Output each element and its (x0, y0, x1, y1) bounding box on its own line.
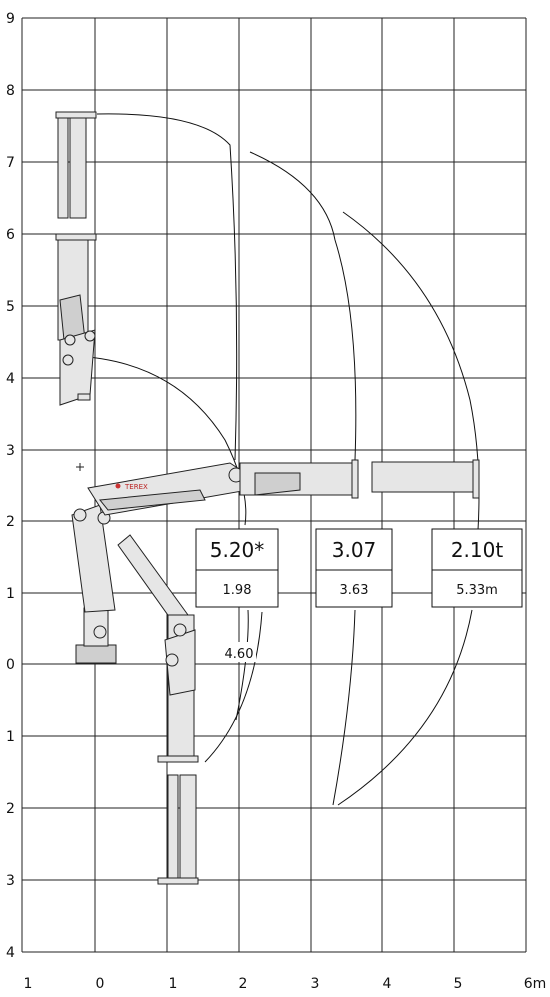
x-tick-label: 1 (24, 976, 33, 992)
y-tick-label: 8 (6, 83, 15, 99)
load-box: 2.10t 5.33m (431, 528, 523, 608)
reach-arcs (72, 113, 480, 806)
x-tick-label: 1 (169, 976, 178, 992)
y-tick-label: 4 (6, 371, 15, 387)
brand-logo-dot (115, 483, 121, 489)
y-tick-label: 4 (6, 945, 15, 961)
y-tick-label: 1 (6, 729, 15, 745)
x-tick-label: 4 (383, 976, 392, 992)
reach-arc-mid (249, 151, 357, 461)
reach-arc-vertical (96, 113, 238, 461)
load-box: 3.07 3.63 (315, 528, 393, 608)
reach-arc-small-lower (204, 611, 263, 763)
reach-arc-outer-lower (337, 609, 473, 806)
load-box: 5.20* 1.98 (195, 528, 279, 608)
cross-marker (76, 463, 84, 471)
brand-text: TEREX (124, 483, 148, 491)
crane-main-position: TEREX (71, 459, 480, 885)
y-tick-label: 5 (6, 299, 15, 315)
y-tick-label: 7 (6, 155, 15, 171)
load-reach: 5.33m (456, 583, 498, 598)
x-tick-label: 3 (311, 976, 320, 992)
mid-reach-label-bg (222, 642, 256, 662)
y-tick-label: 9 (6, 11, 15, 27)
reach-arc-small (72, 355, 247, 526)
reach-arc-mid-lower (332, 609, 356, 806)
y-tick-label: 1 (6, 586, 15, 602)
y-tick-label: 3 (6, 443, 15, 459)
y-tick-label: 6 (6, 227, 15, 243)
load-reach: 3.63 (340, 583, 369, 598)
y-tick-label: 2 (6, 514, 15, 530)
x-tick-label: 0 (96, 976, 105, 992)
x-axis: 1 0 1 2 3 4 5 6m (24, 976, 547, 992)
load-reach: 1.98 (223, 583, 252, 598)
x-tick-label: 6m (524, 976, 547, 992)
y-tick-label: 2 (6, 801, 15, 817)
load-capacity: 3.07 (332, 538, 377, 562)
y-tick-label: 0 (6, 657, 15, 673)
load-capacity: 2.10t (451, 538, 504, 562)
y-tick-label: 3 (6, 873, 15, 889)
mid-reach-label: 4.60 (225, 647, 254, 662)
x-tick-label: 2 (239, 976, 248, 992)
crane-upper-position (55, 111, 97, 406)
x-tick-label: 5 (454, 976, 463, 992)
load-capacity: 5.20* (210, 538, 265, 562)
y-axis: 9 8 7 6 5 4 3 2 1 0 1 2 3 4 (6, 11, 15, 961)
